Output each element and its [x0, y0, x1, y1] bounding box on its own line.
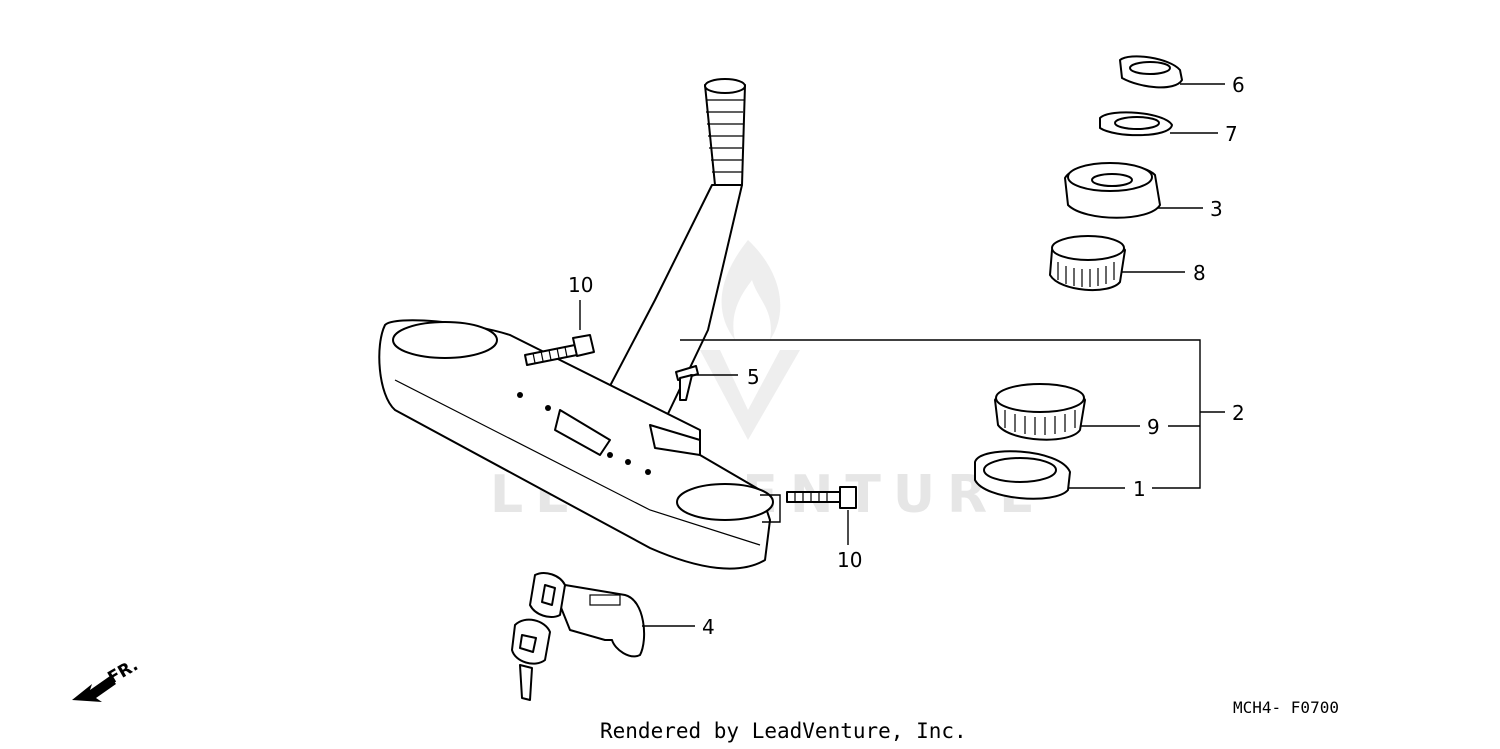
callout-10-lower: 10	[837, 548, 862, 572]
callout-3: 3	[1210, 197, 1223, 221]
callout-4: 4	[702, 615, 715, 639]
dust-seal	[974, 450, 1071, 500]
roller-bearing-upper	[1049, 235, 1126, 292]
screw	[675, 365, 699, 401]
bolt-lower	[786, 486, 857, 509]
lock-washer	[1099, 111, 1173, 137]
roller-bearing-lower	[994, 383, 1086, 441]
callout-2: 2	[1232, 401, 1245, 425]
callout-5: 5	[747, 365, 760, 389]
callout-10-upper: 10	[568, 273, 593, 297]
callout-7: 7	[1225, 122, 1238, 146]
watermark-logo	[700, 240, 800, 440]
steering-stem	[594, 78, 746, 448]
callout-8: 8	[1193, 261, 1206, 285]
lock-nut	[1119, 55, 1183, 89]
leader-lines	[579, 83, 1225, 627]
steering-stem-bracket	[378, 319, 774, 570]
front-direction-arrow-icon	[72, 676, 116, 702]
adjusting-nut	[1064, 162, 1161, 219]
ignition-switch	[511, 572, 646, 701]
diagram-code: MCH4- F0700	[1233, 698, 1339, 717]
callout-1: 1	[1133, 477, 1146, 501]
footer-credit: Rendered by LeadVenture, Inc.	[600, 719, 967, 743]
callout-9: 9	[1147, 415, 1160, 439]
callout-6: 6	[1232, 73, 1245, 97]
bolt-upper	[524, 334, 595, 366]
